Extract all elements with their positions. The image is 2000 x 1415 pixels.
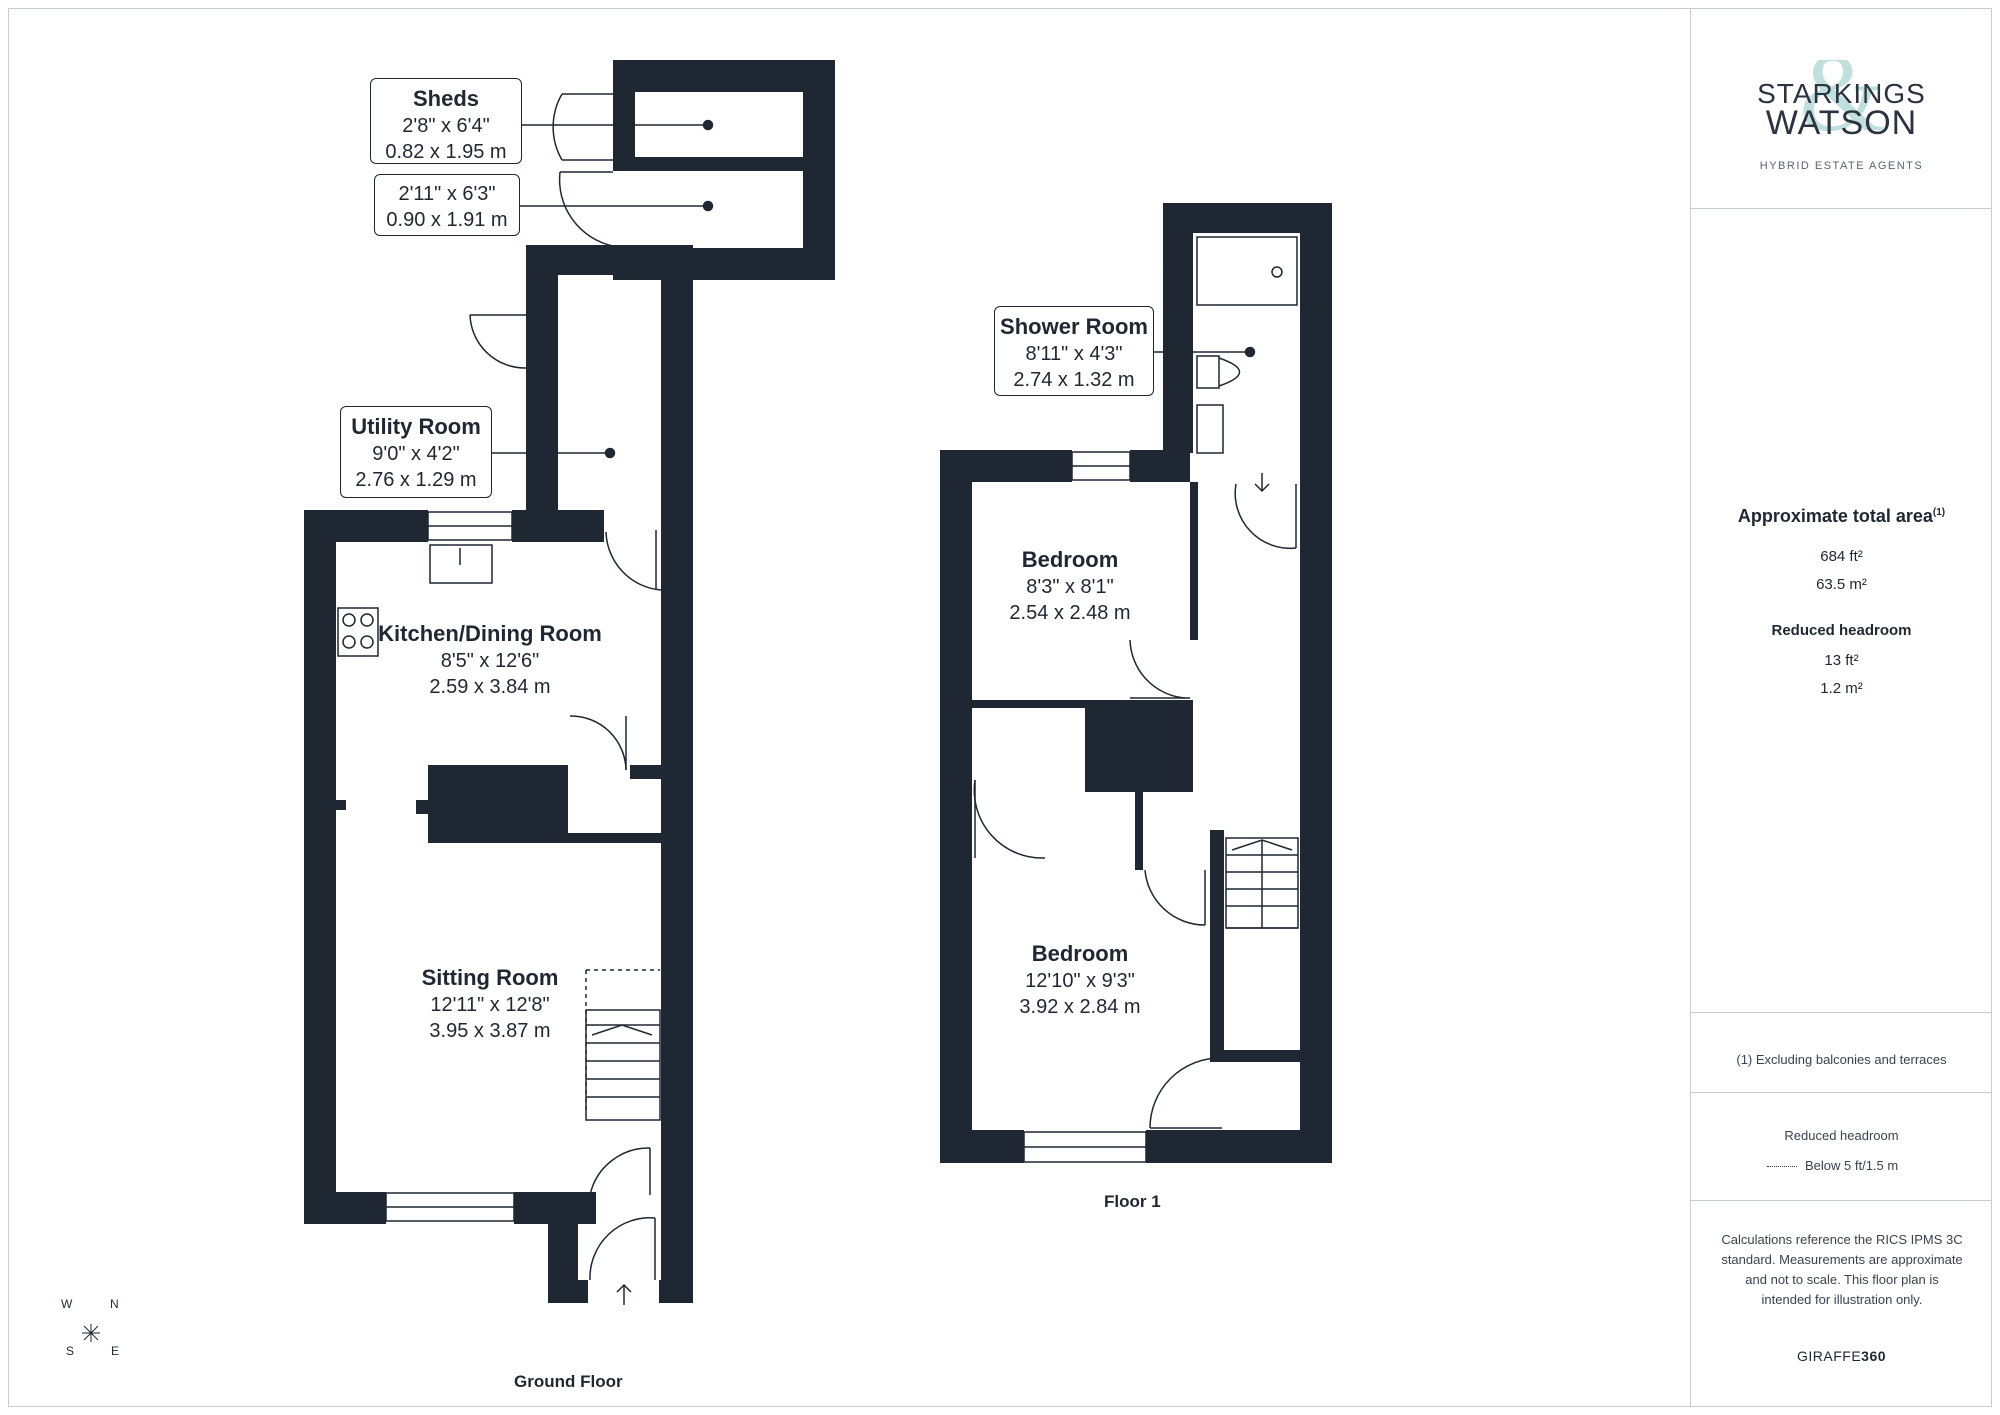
area-ft: 684 ft² <box>1820 548 1863 565</box>
compass-n: N <box>110 1297 119 1311</box>
room-dim-metric-bedroom1: 2.54 x 2.48 m <box>1009 602 1131 624</box>
room-dim-imperial-shower: 8'11" x 4'3" <box>1025 343 1123 365</box>
logo-line1: STARKINGS <box>1757 78 1926 109</box>
sidebar: & STARKINGS WATSON HYBRID ESTATE AGENTS … <box>1690 8 1992 1407</box>
label-kitchen: Kitchen/Dining Room 8'5" x 12'6" 2.59 x … <box>360 620 620 700</box>
label-shower: Shower Room 8'11" x 4'3" 2.74 x 1.32 m <box>994 306 1154 396</box>
brand-left: GIRAFFE <box>1796 1348 1862 1364</box>
brand-footer: GIRAFFE360 <box>1691 1348 1992 1364</box>
room-dim-imperial-shed2: 2'11" x 6'3" <box>398 183 496 205</box>
label-utility: Utility Room 9'0" x 4'2" 2.76 x 1.29 m <box>340 406 492 498</box>
label-sitting: Sitting Room 12'11" x 12'8" 3.95 x 3.87 … <box>390 964 590 1044</box>
label-sheds: Sheds 2'8" x 6'4" 0.82 x 1.95 m <box>370 78 522 164</box>
legend-dotted-line-icon <box>1767 1166 1797 1168</box>
logo-tagline: HYBRID ESTATE AGENTS <box>1759 160 1924 172</box>
room-dim-metric-shower: 2.74 x 1.32 m <box>1013 369 1135 391</box>
floor-label-ground: Ground Floor <box>514 1372 623 1391</box>
divider <box>1691 1092 1992 1093</box>
area-heading-sup: (1) <box>1932 507 1946 518</box>
compass-icon <box>82 1324 100 1342</box>
room-name-bedroom1: Bedroom <box>1021 547 1119 572</box>
room-dim-imperial-kitchen: 8'5" x 12'6" <box>440 650 540 672</box>
svg-text:&: & <box>1799 60 1885 140</box>
logo: & STARKINGS WATSON HYBRID ESTATE AGENTS <box>1691 60 1992 180</box>
room-dim-metric-sitting: 3.95 x 3.87 m <box>429 1020 551 1042</box>
room-name-kitchen: Kitchen/Dining Room <box>378 621 602 646</box>
room-name-sitting: Sitting Room <box>421 965 559 990</box>
fixtures <box>337 93 1299 1305</box>
room-dim-metric-kitchen: 2.59 x 3.84 m <box>429 676 551 698</box>
floor-label-first: Floor 1 <box>1104 1192 1161 1211</box>
area-m: 63.5 m² <box>1816 576 1867 593</box>
room-dim-imperial-sheds: 2'8" x 6'4" <box>402 115 490 137</box>
disclaimer: Calculations reference the RICS IPMS 3C … <box>1721 1232 1963 1307</box>
compass-s: S <box>66 1344 75 1358</box>
room-dim-metric-utility: 2.76 x 1.29 m <box>355 469 477 491</box>
room-dim-imperial-utility: 9'0" x 4'2" <box>372 443 460 465</box>
page-frame <box>8 8 1992 1407</box>
label-bedroom1: Bedroom 8'3" x 8'1" 2.54 x 2.48 m <box>990 546 1150 626</box>
area-heading: Approximate total area(1) <box>1691 506 1992 527</box>
legend-title: Reduced headroom <box>1784 1128 1899 1143</box>
room-dim-metric-bedroom2: 3.92 x 2.84 m <box>1019 996 1141 1018</box>
room-name-shower: Shower Room <box>1000 314 1148 339</box>
room-name-utility: Utility Room <box>351 414 481 439</box>
leader-lines <box>490 119 1256 459</box>
label-bedroom2: Bedroom 12'10" x 9'3" 3.92 x 2.84 m <box>1000 940 1160 1020</box>
brand-right: 360 <box>1861 1348 1887 1364</box>
legend-item: Below 5 ft/1.5 m <box>1767 1158 1967 1173</box>
room-name-bedroom2: Bedroom <box>1031 941 1129 966</box>
legend-text: Below 5 ft/1.5 m <box>1805 1158 1899 1173</box>
headroom-m: 1.2 m² <box>1820 680 1863 697</box>
walls <box>304 60 1332 1303</box>
area-heading-text: Approximate total area <box>1737 506 1933 526</box>
headroom-ft: 13 ft² <box>1824 652 1859 669</box>
label-shed2: 2'11" x 6'3" 0.90 x 1.91 m <box>374 174 520 236</box>
footnote: (1) Excluding balconies and terraces <box>1736 1052 1947 1067</box>
divider <box>1691 208 1992 209</box>
floor-plan-drawing <box>82 60 1332 1342</box>
logo-line2: WATSON <box>1765 104 1918 142</box>
logo-ampersand-icon: & <box>1799 60 1885 140</box>
room-dim-metric-shed2: 0.90 x 1.91 m <box>386 209 508 231</box>
divider <box>1691 1200 1992 1201</box>
room-dim-metric-sheds: 0.82 x 1.95 m <box>385 141 507 163</box>
compass-w: W <box>61 1297 73 1311</box>
room-dim-imperial-bedroom2: 12'10" x 9'3" <box>1025 970 1135 992</box>
divider <box>1691 1012 1992 1013</box>
headroom-heading: Reduced headroom <box>1771 622 1912 639</box>
compass-e: E <box>111 1344 120 1358</box>
room-dim-imperial-bedroom1: 8'3" x 8'1" <box>1026 576 1114 598</box>
room-dim-imperial-sitting: 12'11" x 12'8" <box>430 994 550 1016</box>
room-name-sheds: Sheds <box>412 86 480 111</box>
